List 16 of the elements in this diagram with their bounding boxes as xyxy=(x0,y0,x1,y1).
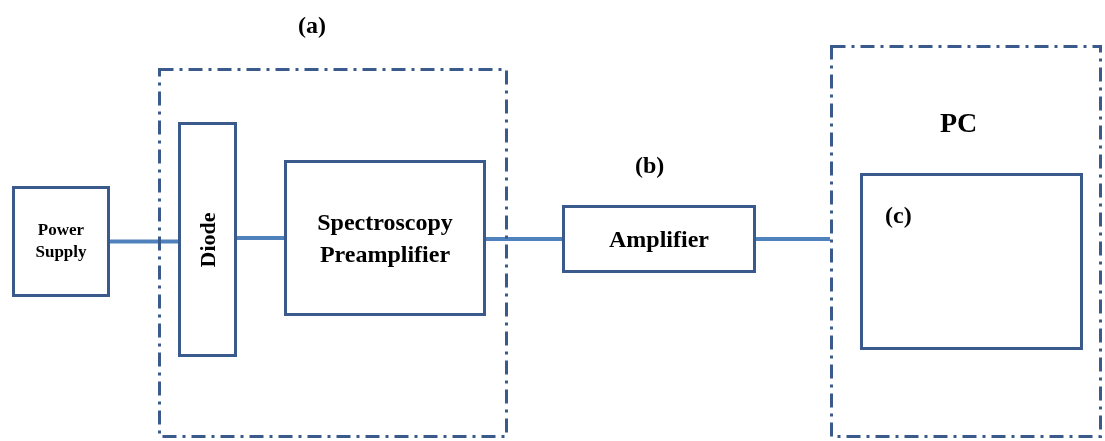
callout-label: (a) xyxy=(298,12,326,39)
block-box xyxy=(860,173,1083,350)
connector-line xyxy=(756,237,830,241)
block-label: Amplifier xyxy=(609,225,709,253)
block-label: Spectroscopy Preamplifier xyxy=(316,207,454,269)
callout-label: (c) xyxy=(885,202,912,229)
block-box xyxy=(284,160,486,316)
block-box xyxy=(178,122,237,357)
callout-label: (b) xyxy=(635,152,665,179)
group-label: PC xyxy=(940,107,978,139)
connector-line xyxy=(486,237,562,241)
block-label: Diode xyxy=(194,212,221,267)
connector-line xyxy=(110,239,178,244)
connector-line xyxy=(237,236,284,240)
block-box xyxy=(12,186,110,297)
block-label: Power Supply xyxy=(34,218,88,264)
